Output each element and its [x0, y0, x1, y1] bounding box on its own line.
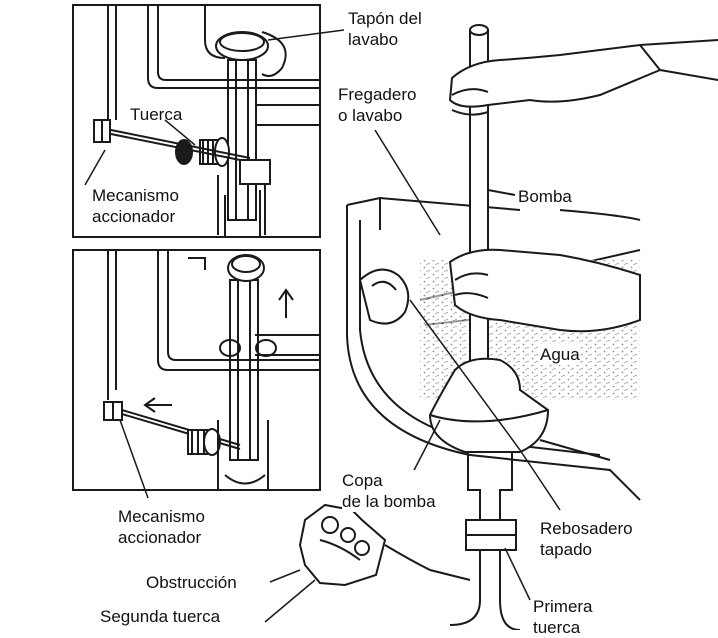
label-line: lavabo: [348, 30, 399, 49]
label-line: Obstrucción: [146, 573, 237, 592]
label-primera-tuerca: Primera tuerca: [533, 596, 593, 638]
label-line: tuerca: [533, 618, 581, 637]
label-rebosadero-tapado: Rebosadero tapado: [540, 518, 633, 560]
label-segunda-tuerca: Segunda tuerca: [100, 606, 220, 627]
label-line: Agua: [540, 345, 580, 364]
label-line: o lavabo: [338, 106, 403, 125]
label-fregadero-o-lavabo: Fregadero o lavabo: [338, 84, 416, 126]
label-line: Fregadero: [338, 85, 417, 104]
label-bomba: Bomba: [518, 186, 572, 207]
leader-lines: [84, 29, 561, 623]
label-mecanismo-accionador-top: Mecanismo accionador: [92, 185, 179, 227]
label-line: Mecanismo: [92, 186, 179, 205]
label-mecanismo-accionador-bottom: Mecanismo accionador: [118, 506, 205, 548]
label-agua: Agua: [540, 344, 580, 365]
label-copa-de-la-bomba: Copa de la bomba: [342, 470, 436, 512]
label-line: Rebosadero: [540, 519, 633, 538]
label-line: Copa: [342, 471, 383, 490]
top-detail-panel: [72, 4, 321, 238]
label-tuerca: Tuerca: [130, 104, 182, 125]
label-line: Mecanismo: [118, 507, 205, 526]
label-line: accionador: [118, 528, 202, 547]
bottom-detail-panel: [72, 249, 321, 491]
label-line: Tapón del: [348, 9, 422, 28]
label-line: de la bomba: [342, 492, 436, 511]
label-line: Primera: [533, 597, 593, 616]
sink-illustration: [298, 24, 718, 630]
label-line: Tuerca: [130, 105, 183, 124]
label-line: accionador: [92, 207, 176, 226]
label-line: Segunda tuerca: [100, 607, 221, 626]
label-obstruccion: Obstrucción: [146, 572, 237, 593]
label-tapon-del-lavabo: Tapón del lavabo: [348, 8, 422, 50]
label-line: tapado: [540, 540, 592, 559]
obstruction-detail: [298, 503, 471, 587]
label-line: Bomba: [518, 187, 572, 206]
